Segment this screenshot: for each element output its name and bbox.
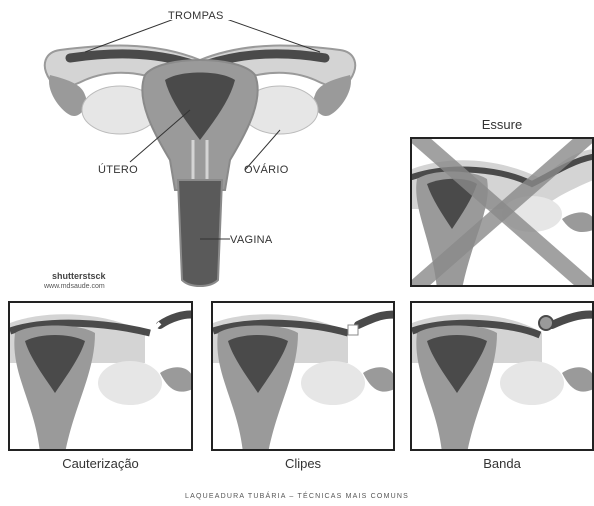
panel-clipes	[211, 301, 395, 451]
caption-cauterizacao: Cauterização	[8, 456, 193, 471]
clipes-illustration	[213, 303, 395, 451]
panel-cauterizacao	[8, 301, 193, 451]
banda-illustration	[412, 303, 594, 451]
clip-marker	[348, 325, 358, 335]
vagina	[178, 180, 222, 286]
watermark-site: www.mdsaude.com	[44, 283, 105, 290]
panel-banda	[410, 301, 594, 451]
caption-clipes: Clipes	[211, 456, 395, 471]
band-loop	[539, 316, 553, 330]
label-utero: ÚTERO	[98, 164, 138, 176]
uterus-anatomy-diagram	[30, 20, 370, 290]
label-ovario: OVÁRIO	[244, 164, 289, 176]
label-vagina: VAGINA	[230, 234, 273, 246]
footer-caption: LAQUEADURA TUBÁRIA – TÉCNICAS MAIS COMUN…	[0, 493, 594, 500]
cauterizacao-illustration	[10, 303, 193, 451]
watermark-brand: shutterstsck	[52, 271, 106, 281]
label-trompas: TROMPAS	[168, 10, 224, 22]
caption-banda: Banda	[410, 456, 594, 471]
panel-essure	[410, 137, 594, 287]
essure-illustration	[412, 139, 594, 287]
caption-essure: Essure	[472, 117, 532, 132]
